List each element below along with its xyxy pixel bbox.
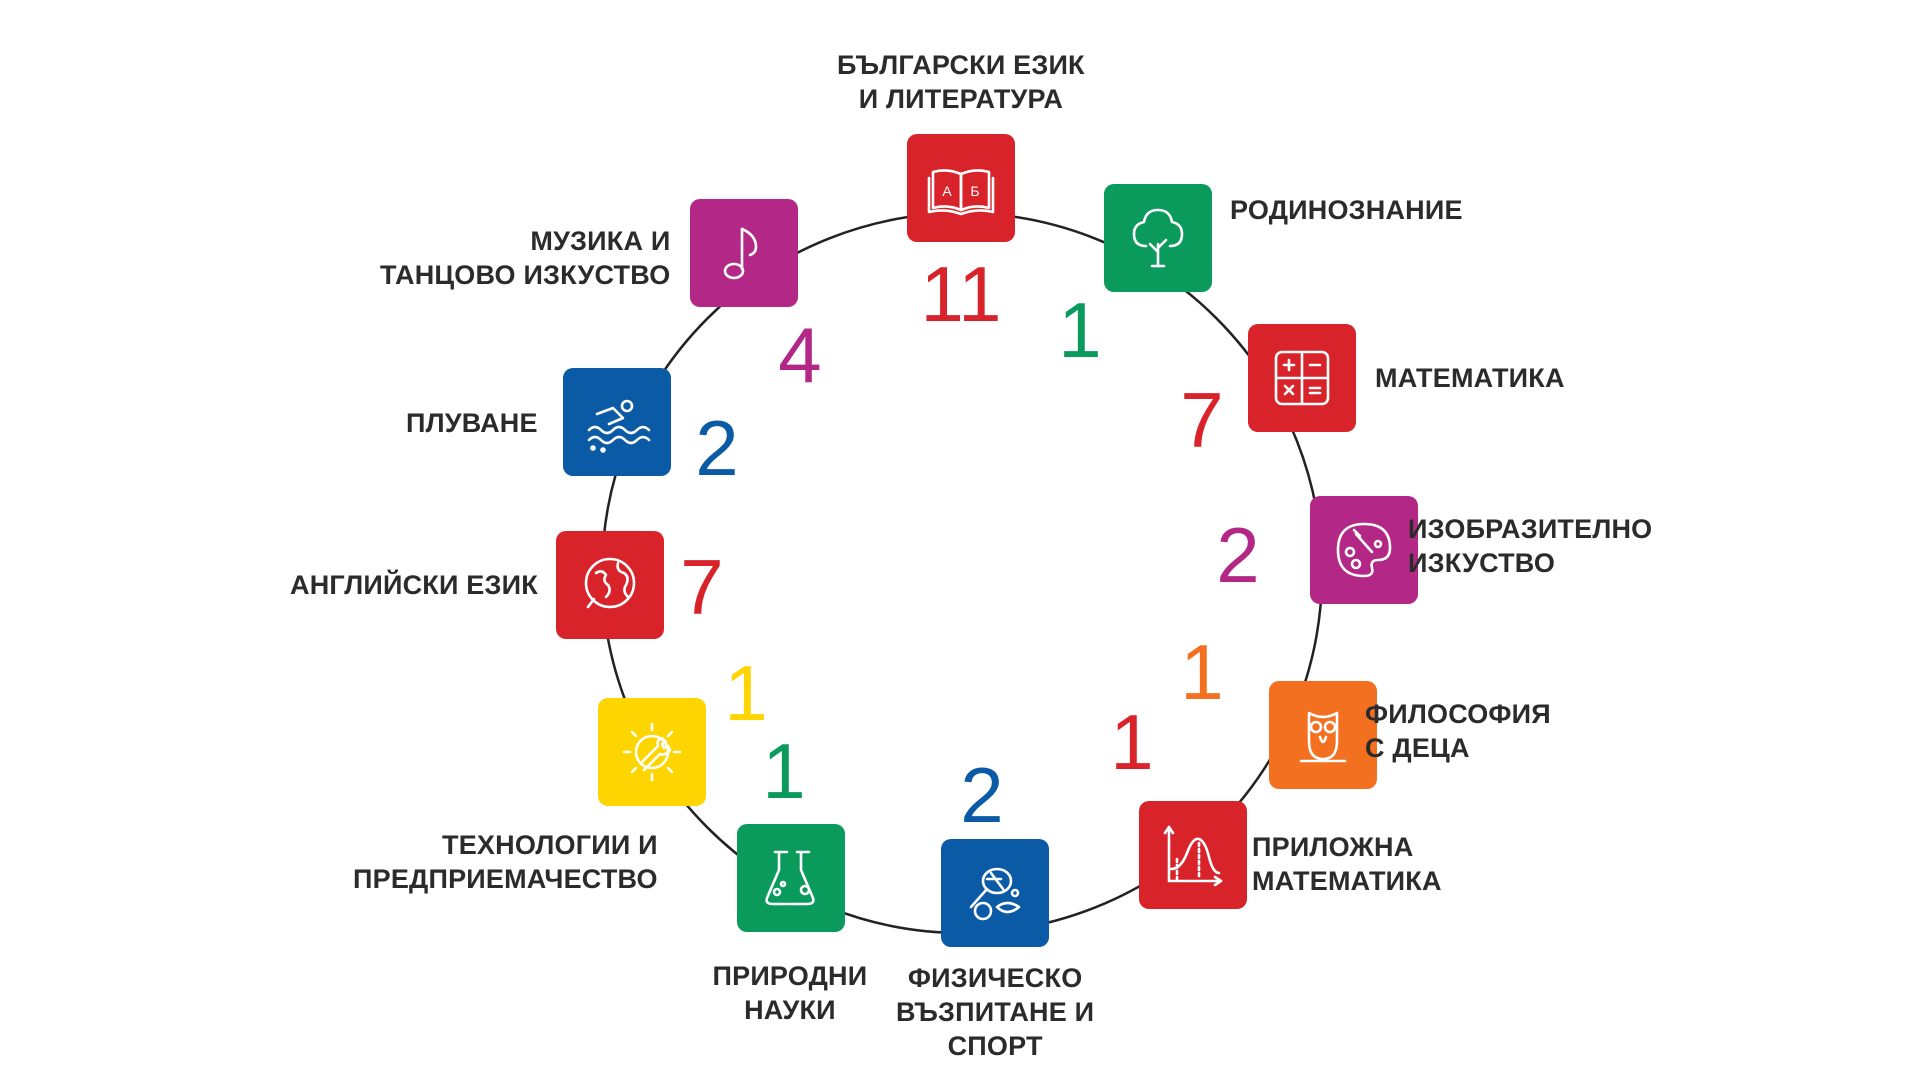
sports-icon bbox=[969, 867, 1021, 921]
count-bulgarian: 11 bbox=[920, 250, 1002, 338]
label-line: МУЗИКА И bbox=[530, 226, 671, 256]
gear-wrench-icon bbox=[622, 722, 682, 782]
label-pe: ФИЗИЧЕСКО ВЪЗПИТАНЕ И СПОРТ bbox=[896, 961, 1094, 1063]
label-line: И ЛИТЕРАТУРА bbox=[858, 84, 1064, 114]
label-philosophy: ФИЛОСОФИЯ С ДЕЦА bbox=[1365, 697, 1551, 765]
calculator-icon bbox=[1274, 350, 1330, 406]
flask-icon bbox=[765, 850, 815, 906]
label-line: ВЪЗПИТАНЕ И bbox=[896, 997, 1095, 1027]
count-swimming: 2 bbox=[695, 404, 739, 492]
label-math: МАТЕМАТИКА bbox=[1375, 361, 1565, 395]
count-math: 7 bbox=[1180, 376, 1224, 464]
svg-text:А: А bbox=[942, 183, 952, 199]
tile-pe bbox=[941, 839, 1049, 947]
label-line: ПРИРОДНИ bbox=[712, 961, 868, 991]
tile-swimming bbox=[563, 368, 671, 476]
label-english: АНГЛИЙСКИ ЕЗИК bbox=[290, 568, 538, 602]
label-line: СПОРТ bbox=[947, 1031, 1043, 1061]
label-applied-math: ПРИЛОЖНА МАТЕМАТИКА bbox=[1252, 830, 1442, 898]
label-art: ИЗОБРАЗИТЕЛНО ИЗКУСТВО bbox=[1408, 512, 1652, 580]
label-line: ТАНЦОВО ИЗКУСТВО bbox=[380, 260, 671, 290]
tile-philosophy bbox=[1269, 681, 1377, 789]
count-english: 7 bbox=[680, 543, 724, 631]
tile-technology bbox=[598, 698, 706, 806]
count-philosophy: 1 bbox=[1180, 628, 1224, 716]
label-swimming: ПЛУВАНЕ bbox=[406, 406, 538, 440]
label-line: ТЕХНОЛОГИИ И bbox=[442, 830, 658, 860]
tree-icon bbox=[1132, 208, 1184, 268]
svg-text:Б: Б bbox=[970, 183, 979, 199]
label-science: ПРИРОДНИ НАУКИ bbox=[713, 959, 868, 1027]
label-line: ИЗКУСТВО bbox=[1408, 548, 1556, 578]
label-homeland: РОДИНОЗНАНИЕ bbox=[1230, 193, 1463, 227]
label-line: С ДЕЦА bbox=[1365, 733, 1470, 763]
count-music: 4 bbox=[778, 311, 822, 399]
count-pe: 2 bbox=[960, 751, 1004, 839]
label-line: ФИЛОСОФИЯ bbox=[1365, 699, 1551, 729]
music-note-icon bbox=[723, 227, 758, 280]
label-line: БЪЛГАРСКИ ЕЗИК bbox=[837, 50, 1085, 80]
label-line: ПРЕДПРИЕМАЧЕСТВО bbox=[353, 864, 658, 894]
swimmer-icon bbox=[587, 399, 651, 453]
palette-icon bbox=[1336, 522, 1392, 578]
label-line: МАТЕМАТИКА bbox=[1252, 866, 1442, 896]
label-line: ИЗОБРАЗИТЕЛНО bbox=[1408, 514, 1653, 544]
tile-art bbox=[1310, 496, 1418, 604]
count-science: 1 bbox=[762, 727, 806, 815]
count-technology: 1 bbox=[724, 649, 768, 737]
label-line: ПЛУВАНЕ bbox=[406, 408, 538, 438]
label-bulgarian: БЪЛГАРСКИ ЕЗИК И ЛИТЕРАТУРА bbox=[837, 48, 1085, 116]
label-technology: ТЕХНОЛОГИИ И ПРЕДПРИЕМАЧЕСТВО bbox=[353, 828, 658, 896]
label-music: МУЗИКА И ТАНЦОВО ИЗКУСТВО bbox=[380, 224, 670, 292]
label-line: НАУКИ bbox=[744, 995, 836, 1025]
count-art: 2 bbox=[1216, 511, 1260, 599]
count-applied-math: 1 bbox=[1110, 698, 1154, 786]
globe-chat-icon bbox=[584, 557, 636, 609]
count-homeland: 1 bbox=[1058, 286, 1102, 374]
owl-icon bbox=[1299, 711, 1347, 763]
graph-icon bbox=[1163, 825, 1223, 887]
label-line: АНГЛИЙСКИ ЕЗИК bbox=[290, 570, 538, 600]
tile-science bbox=[737, 824, 845, 932]
tile-applied-math bbox=[1139, 801, 1247, 909]
tile-english bbox=[556, 531, 664, 639]
label-line: РОДИНОЗНАНИЕ bbox=[1230, 195, 1463, 225]
label-line: ФИЗИЧЕСКО bbox=[907, 963, 1083, 993]
tile-homeland bbox=[1104, 184, 1212, 292]
tile-music bbox=[690, 199, 798, 307]
label-line: МАТЕМАТИКА bbox=[1375, 363, 1565, 393]
tile-math bbox=[1248, 324, 1356, 432]
label-line: ПРИЛОЖНА bbox=[1252, 832, 1414, 862]
